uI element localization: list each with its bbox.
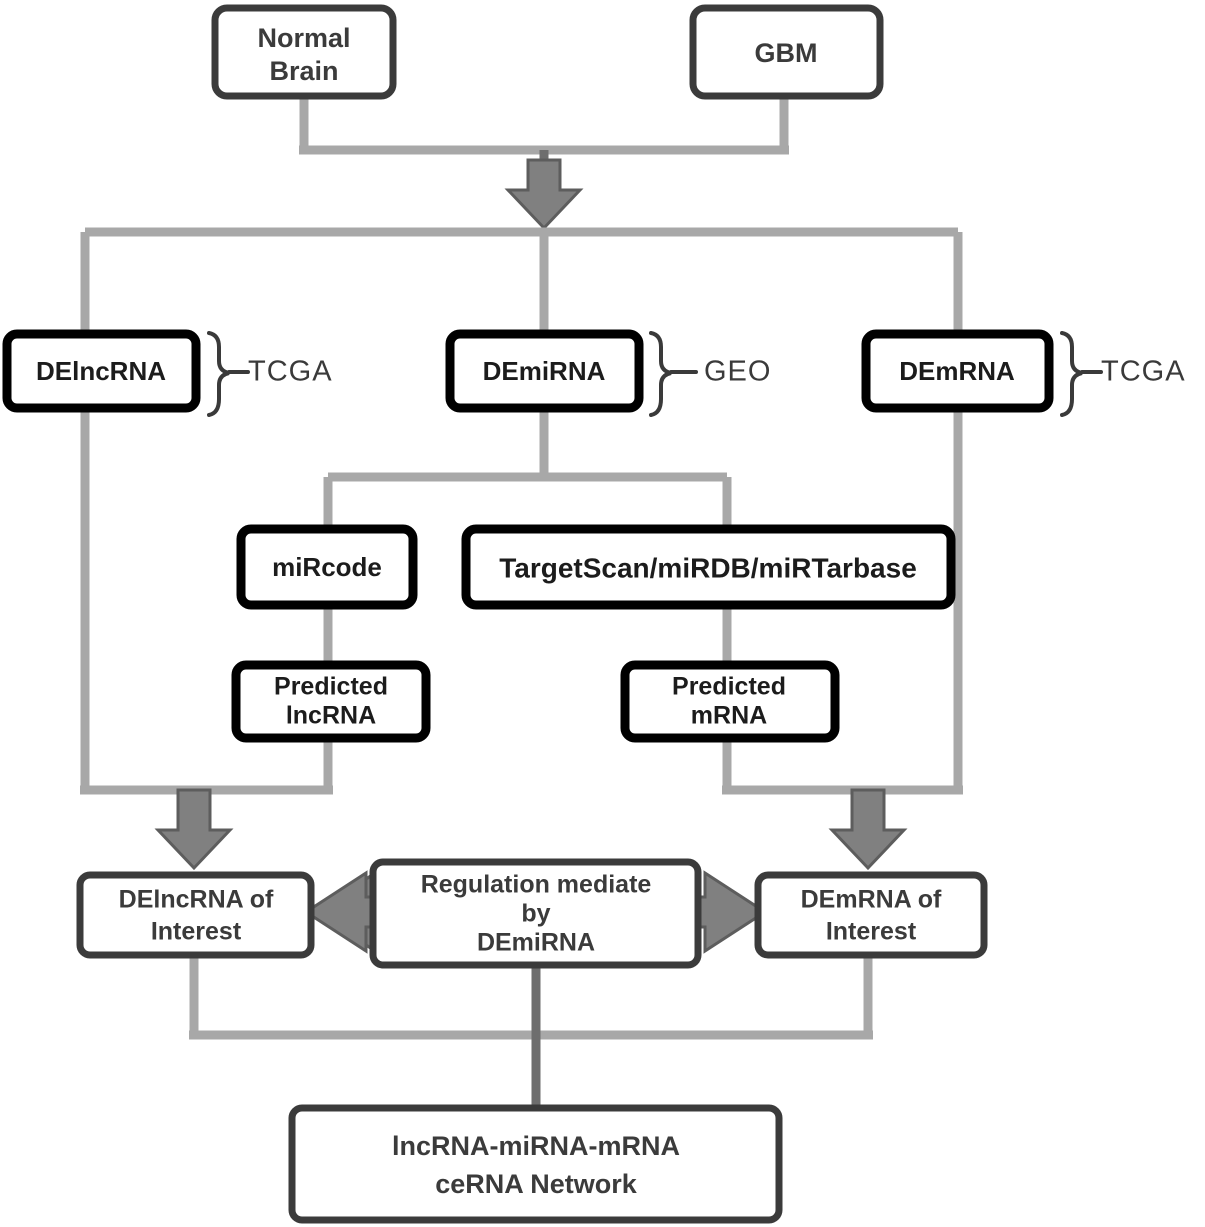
node-targetscan[interactable]: TargetScan/miRDB/miRTarbase [461,524,956,610]
source-label-demirna: GEO [704,356,771,388]
node-normal-brain-shape [211,4,397,100]
curly-brace-icon [649,331,672,417]
node-normal-brain[interactable]: Normal Brain [211,4,397,100]
node-gbm[interactable]: GBM [689,4,884,100]
connector-group-right-column [722,406,963,795]
node-delncrna-of-interest-shape [76,871,315,959]
node-predicted-lncrna-line2: lncRNA [286,702,376,730]
node-delncrna-of-interest-line2: Interest [151,918,242,946]
node-demrna-of-interest-shape [754,871,988,959]
node-predicted-mrna-line1: Predicted [672,673,786,701]
node-targetscan-shape [461,524,956,610]
connector-group-top [299,96,789,176]
connector-group-bottom [189,955,873,1110]
node-predicted-lncrna-shape [231,660,431,743]
node-mircode[interactable]: miRcode [236,524,418,610]
node-demirna-shape [445,329,644,413]
node-predicted-lncrna-line1: Predicted [274,673,388,701]
node-demrna-of-interest-line1: DEmRNA of [801,886,942,914]
brace-delncrna-group: TCGA [207,331,333,417]
curly-brace-icon [1060,331,1083,417]
node-delncrna-of-interest-line1: DElncRNA of [119,886,274,914]
node-demirna-label: DEmiRNA [483,356,606,386]
node-delncrna-of-interest[interactable]: DElncRNA of Interest [76,871,315,959]
arrow-down-to-delncrna-of-interest [154,788,234,871]
node-predicted-mrna-shape [620,660,840,743]
curly-brace-icon [207,331,230,417]
node-demrna[interactable]: DEmRNA [861,329,1054,413]
node-mircode-shape [236,524,418,610]
arrow-down-to-de-row [504,158,584,231]
node-delncrna[interactable]: DElncRNA [2,329,201,413]
node-cerna-network-line1: lncRNA-miRNA-mRNA [392,1131,680,1161]
node-gbm-shape [689,4,884,100]
node-gbm-label: GBM [755,38,818,68]
source-label-delncrna: TCGA [248,356,333,388]
node-targetscan-label: TargetScan/miRDB/miRTarbase [499,552,917,583]
source-label-demrna: TCGA [1101,356,1186,388]
node-demrna-label: DEmRNA [899,356,1015,386]
node-mircode-label: miRcode [272,552,382,582]
node-predicted-lncrna[interactable]: Predicted lncRNA [231,660,431,743]
node-delncrna-label: DElncRNA [36,356,166,386]
node-regulation-line2: by [521,900,550,928]
node-demrna-of-interest-line2: Interest [826,918,917,946]
brace-demirna-group: GEO [649,331,771,417]
node-normal-brain-line2: Brain [269,56,338,86]
connector-group-demirna-split [323,406,732,531]
node-cerna-network-shape [288,1104,783,1224]
arrow-left-head [303,870,374,954]
arrow-down-to-demrna-of-interest [828,788,908,871]
node-regulation[interactable]: Regulation mediate by DEmiRNA [369,858,702,969]
connector-group-de-row [80,227,963,336]
node-regulation-line1: Regulation mediate [421,871,652,899]
node-cerna-network[interactable]: lncRNA-miRNA-mRNA ceRNA Network [288,1104,783,1224]
node-predicted-mrna[interactable]: Predicted mRNA [620,660,840,743]
node-demrna-of-interest[interactable]: DEmRNA of Interest [754,871,988,959]
node-regulation-shape [369,858,702,969]
node-demrna-shape [861,329,1054,413]
node-demirna[interactable]: DEmiRNA [445,329,644,413]
node-delncrna-shape [2,329,201,413]
node-regulation-line3: DEmiRNA [477,929,595,957]
node-cerna-network-line2: ceRNA Network [435,1169,638,1199]
brace-demrna-group: TCGA [1060,331,1186,417]
node-normal-brain-line1: Normal [257,23,350,53]
node-predicted-mrna-line2: mRNA [691,702,767,730]
